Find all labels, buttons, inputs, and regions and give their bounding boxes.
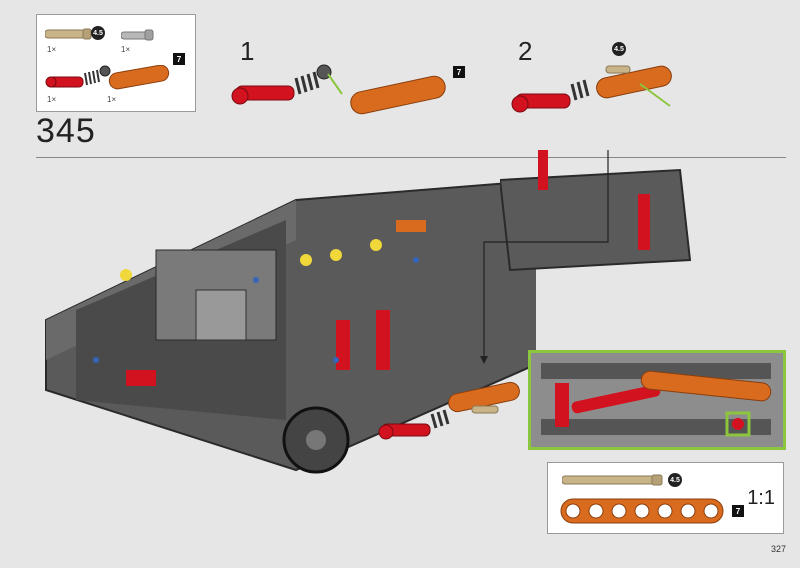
model-assembly-illustration bbox=[45, 179, 536, 474]
beam-length-badge: 7 bbox=[173, 53, 185, 65]
divider bbox=[36, 157, 786, 158]
pin-length-badge: 4.5 bbox=[668, 473, 682, 487]
one-to-one-reference-box: 4.5 7 1:1 bbox=[547, 462, 784, 534]
pin-length-badge: 4.5 bbox=[612, 42, 626, 56]
part-qty: 1× bbox=[121, 45, 131, 54]
shock-subassembly-illustration bbox=[378, 381, 520, 440]
beam-orange-icon bbox=[108, 65, 170, 90]
axle-pin-tan-icon bbox=[45, 28, 92, 40]
detail-illustration bbox=[531, 353, 783, 447]
axle-pin-tan-icon bbox=[562, 474, 663, 486]
beam-length-badge: 7 bbox=[732, 505, 744, 517]
axle-pin-gray-icon bbox=[121, 29, 154, 41]
part-qty: 1× bbox=[47, 95, 57, 104]
page-number: 327 bbox=[770, 544, 786, 554]
beam-orange-icon bbox=[560, 498, 724, 524]
substep-1-label: 1 bbox=[240, 36, 255, 66]
detail-inset bbox=[528, 350, 786, 450]
part-qty: 1× bbox=[107, 95, 117, 104]
beam-length-badge: 7 bbox=[453, 66, 465, 78]
substep-2-illustration bbox=[511, 65, 672, 113]
substep-2-label: 2 bbox=[518, 36, 533, 66]
substep-1-illustration bbox=[231, 64, 446, 115]
callout-arrow bbox=[480, 150, 609, 364]
shock-absorber-red-icon bbox=[45, 65, 111, 88]
step-number: 345 bbox=[36, 112, 96, 150]
part-qty: 1× bbox=[47, 45, 57, 54]
parts-list-box: 4.5 1× 1× 1× 7 1× bbox=[36, 14, 196, 112]
scale-label: 1:1 bbox=[747, 487, 775, 509]
model-rear-frame bbox=[500, 150, 692, 272]
pin-length-badge: 4.5 bbox=[91, 26, 105, 40]
